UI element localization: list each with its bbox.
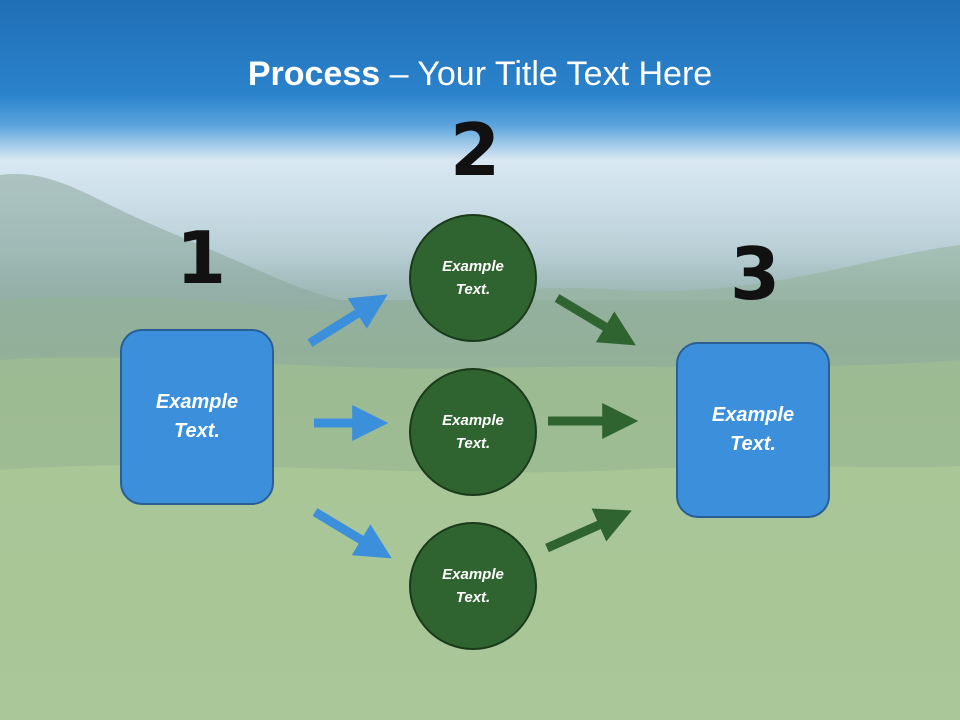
title-bold: Process [247, 55, 381, 93]
arrow-bottom-to-right [545, 508, 632, 553]
step-number-3: 3 [730, 232, 781, 316]
circle-middle: Example Text. [409, 368, 537, 496]
circle-bottom: Example Text. [409, 522, 537, 650]
slide-title: Process – Your Title Text Here [0, 52, 960, 96]
left-step-box: Example Text. [120, 329, 274, 505]
circle-top: Example Text. [409, 214, 537, 342]
right-step-box: Example Text. [676, 342, 830, 518]
circle-middle-label: Example Text. [442, 412, 504, 452]
left-box-label: Example Text. [155, 391, 239, 442]
step-number-1: 1 [176, 216, 227, 300]
arrow-top-to-right [554, 294, 636, 346]
right-box-label: Example Text. [711, 404, 795, 455]
step-number-2: 2 [450, 108, 501, 192]
circle-top-label: Example Text. [442, 258, 504, 298]
circle-bottom-label: Example Text. [442, 566, 504, 606]
arrow-left-to-top [307, 294, 388, 347]
arrow-left-to-bottom [312, 508, 392, 559]
title-rest: – Your Title Text Here [380, 55, 713, 93]
